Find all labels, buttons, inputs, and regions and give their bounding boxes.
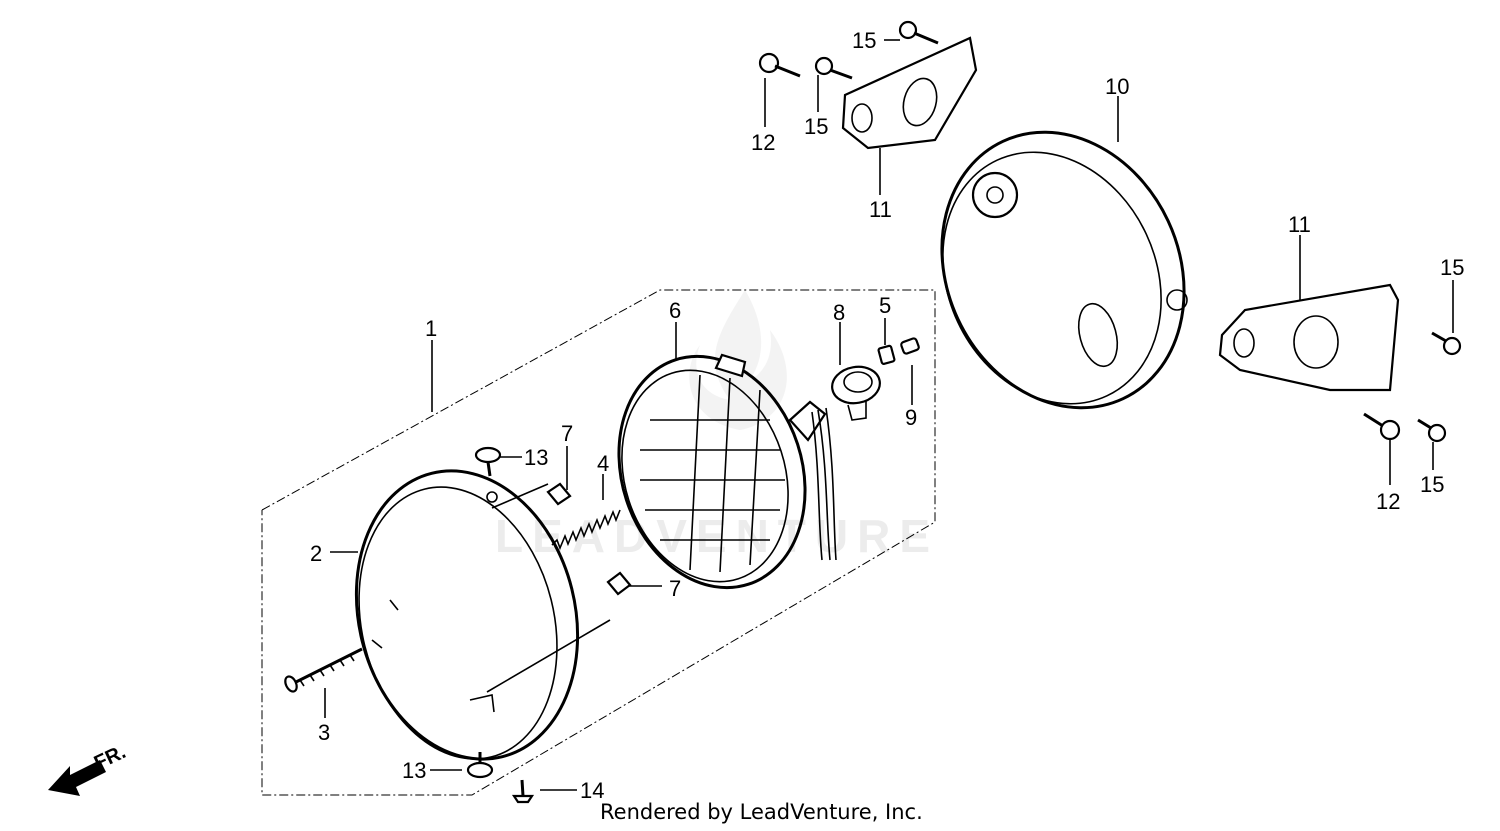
callout-12-upper: 12 [751,130,775,155]
callout-7-lower: 7 [669,576,681,601]
callout-15-upper: 15 [804,114,828,139]
nut [877,344,896,365]
clip-upper [546,482,572,506]
callout-7-upper: 7 [561,421,573,446]
front-direction-arrow-icon: FR. [48,741,129,796]
callout-2: 2 [310,541,322,566]
clip-lower [606,571,632,596]
bulb-socket [831,365,881,421]
bolt-12-right [1363,412,1401,441]
callout-9: 9 [905,405,917,430]
callout-6: 6 [669,298,681,323]
watermark-text: LEADVENTURE [495,510,939,562]
callout-12-right: 12 [1376,489,1400,514]
bolt-15-upper-b [898,20,939,45]
callout-4: 4 [597,451,609,476]
bolt-15-right-b [1417,418,1447,443]
screw-14 [511,779,535,804]
adjusting-screw [284,647,363,693]
callout-11-right: 11 [1288,212,1311,237]
render-credit: Rendered by LeadVenture, Inc. [600,800,923,824]
callout-15-right-bottom: 15 [1420,472,1444,497]
bolt-15-upper-a [814,56,853,80]
bolt-15-right-a [1431,331,1462,356]
sealed-beam-unit [617,353,837,590]
leader-lines [324,39,1454,791]
bracket-right [1218,283,1400,392]
bolt-12-upper [758,52,801,78]
callout-13-lower: 13 [402,758,426,783]
screw-13-lower [466,752,494,779]
headlight-rim [354,469,580,761]
callout-15-top: 15 [852,28,876,53]
callout-13-upper: 13 [524,445,548,470]
callout-15-right-top: 15 [1440,255,1464,280]
bracket-upper [841,36,978,150]
callout-1: 1 [425,316,437,341]
callout-11-upper: 11 [869,197,892,222]
screw-13-upper [474,446,502,503]
callout-8: 8 [833,300,845,325]
cap [900,337,920,355]
callout-14: 14 [580,778,604,803]
callout-3: 3 [318,720,330,745]
headlight-case [940,130,1188,410]
callout-5: 5 [879,293,891,318]
callout-10: 10 [1105,74,1129,99]
spring [551,509,621,551]
assembly-outline [261,289,936,796]
